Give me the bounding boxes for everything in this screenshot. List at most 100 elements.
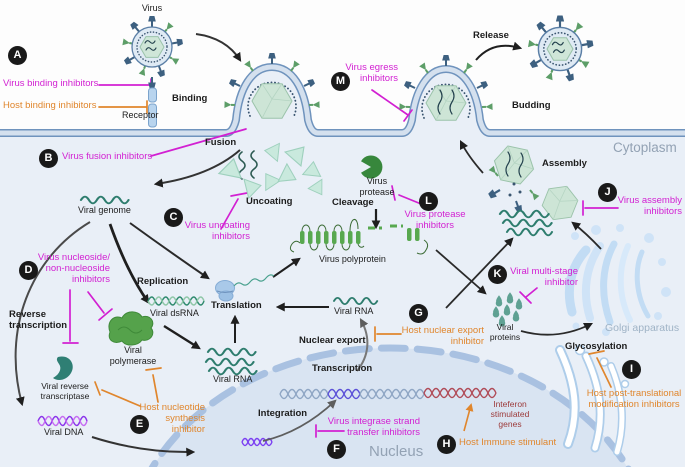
virus-protease-label: Virus protease xyxy=(359,176,394,197)
rt-line2: transcription xyxy=(9,320,68,332)
virus-nucleoside-inhibitors-label: Virus nucleoside/ non-nucleoside inhibit… xyxy=(32,252,110,286)
host-nuclear-export-inhibitor-label: Host nuclear export inhibitor xyxy=(398,325,484,347)
hns-line3: inhibitor xyxy=(171,424,205,436)
arrow-golgi-to-assembly xyxy=(571,221,602,250)
vp-line2: proteins xyxy=(489,332,521,343)
unc-line2: inhibitors xyxy=(211,231,250,243)
viral-reverse-transcriptase-icon xyxy=(53,356,73,381)
badge-d: D xyxy=(19,261,38,280)
viral-dsrna-icon xyxy=(147,296,205,306)
polymerase-detail xyxy=(117,326,143,334)
cytoplasm-label: Cytoplasm xyxy=(613,140,677,155)
viral-genome-label: Viral genome xyxy=(78,205,131,215)
nuc-line1: Virus nucleoside/ xyxy=(37,252,110,263)
int-line2: transfer inhibitors xyxy=(347,427,420,439)
receptor-label: Receptor xyxy=(122,110,159,120)
virus-polyprotein-label: Virus polyprotein xyxy=(319,254,386,264)
host-inhibitor-tbars xyxy=(94,100,612,407)
ribosome-icon xyxy=(215,280,235,302)
rt-line1: Reverse xyxy=(9,309,46,320)
protease-line2: protease xyxy=(359,186,395,197)
nuclear-envelope xyxy=(148,344,632,467)
badge-m: M xyxy=(331,72,350,91)
nucleus-label: Nucleus xyxy=(369,443,424,460)
stage-budding: Budding xyxy=(512,100,551,111)
arrow-genome-to-translation xyxy=(129,222,210,280)
arrow-integration xyxy=(262,399,337,442)
asm-line1: Virus assembly xyxy=(617,195,682,206)
pi-line2: inhibitors xyxy=(415,220,455,232)
vrt-line2: transcriptase xyxy=(40,391,90,402)
viral-polymerase-icon xyxy=(108,311,154,346)
stage-reverse-transcription: Reverse transcription xyxy=(9,309,67,331)
virus-uncoating-inhibitors-label: Virus uncoating inhibitors xyxy=(178,220,250,242)
viral-dsrna-label: Viral dsRNA xyxy=(150,308,199,318)
unc-line1: Virus uncoating xyxy=(184,220,250,231)
golgi-label: Golgi apparatus xyxy=(605,322,680,334)
endoplasmic-reticulum xyxy=(555,344,630,456)
arrow-fusion-entry xyxy=(153,149,241,188)
host-dna-helix xyxy=(241,387,497,447)
viral-rna-export-label: Viral RNA xyxy=(334,306,374,316)
isg-line1: Inteferon xyxy=(493,399,527,409)
arrow-release xyxy=(475,41,523,61)
virus-assembly-inhibitors-label: Virus assembly inhibitors xyxy=(612,195,682,217)
badge-b: B xyxy=(39,149,58,168)
nuc-line3: inhibitors xyxy=(71,274,110,286)
badge-k: K xyxy=(488,265,507,284)
badge-l: L xyxy=(419,192,438,211)
badge-c: C xyxy=(164,208,183,227)
isg-label: Inteferon stimulated genes xyxy=(491,399,530,429)
viral-polymerase-label: Viral polymerase xyxy=(110,345,157,366)
pi-line1: Virus protease xyxy=(404,209,466,220)
badge-a: A xyxy=(8,46,27,65)
host-nucleotide-inhibitor-label: Host nucleotide synthesis inhibitor xyxy=(133,402,205,436)
asm-line2: inhibitors xyxy=(643,206,682,218)
inhibition-lines xyxy=(62,78,619,438)
host-binding-inhibitors-label: Host binding inhibitors xyxy=(3,100,97,111)
assembly-cluster-icon xyxy=(487,143,581,237)
interferon-genes-helix xyxy=(423,387,497,399)
arrow-virus-to-cell xyxy=(195,33,242,62)
badge-j: J xyxy=(598,183,617,202)
hns-line1: Host nucleotide xyxy=(139,402,205,413)
ptm-line2: modification inhibitors xyxy=(588,399,680,411)
stage-fusion: Fusion xyxy=(205,137,237,148)
nucleus-body xyxy=(152,348,628,467)
virus-polyprotein-icon xyxy=(289,219,429,255)
viral-proteins-label: Viral proteins xyxy=(490,322,520,342)
badge-e: E xyxy=(130,415,149,434)
int-line1: Virus integrase strand xyxy=(327,416,420,427)
arrow-assembly-to-budding xyxy=(459,139,484,174)
virus-protease-icon xyxy=(361,155,383,179)
stage-cleavage: Cleavage xyxy=(332,197,374,208)
viral-dna-icon xyxy=(37,415,88,427)
arrow-replication xyxy=(108,223,150,304)
stage-assembly: Assembly xyxy=(542,158,587,169)
stage-replication: Replication xyxy=(137,276,189,287)
arrow-immune-stimulant xyxy=(463,403,474,432)
receptor-icon xyxy=(148,87,157,128)
plasma-membrane xyxy=(0,62,685,137)
pol-line2: polymerase xyxy=(109,355,157,366)
stage-nuclear-export: Nuclear export xyxy=(299,335,366,346)
stage-binding: Binding xyxy=(172,93,208,104)
virus-binding-inhibitors-label: Virus binding inhibitors xyxy=(3,78,99,89)
ms-line2: inhibitor xyxy=(544,277,578,289)
isg-line3: genes xyxy=(498,419,522,430)
badge-h: H xyxy=(437,435,456,454)
host-immune-stimulant-label: Host Immune stimulant xyxy=(459,437,557,448)
protease-line1: Virus xyxy=(366,176,388,186)
entering-virus-icon xyxy=(224,53,320,119)
ptm-line1: Host post-translational xyxy=(586,388,682,399)
arrow-proteins-to-golgi xyxy=(520,322,594,336)
viral-dna-label: Viral DNA xyxy=(44,427,84,437)
arrow-reverse-transcription xyxy=(14,221,91,407)
budding-virus-icon xyxy=(399,55,493,121)
badge-i: I xyxy=(622,360,641,379)
arrow-dna-to-nucleus xyxy=(91,436,196,457)
process-arrows xyxy=(14,33,602,457)
hne-line1: Host nuclear export xyxy=(401,325,484,336)
viral-multistage-inhibitor-label: Viral multi-stage inhibitor xyxy=(506,266,578,288)
